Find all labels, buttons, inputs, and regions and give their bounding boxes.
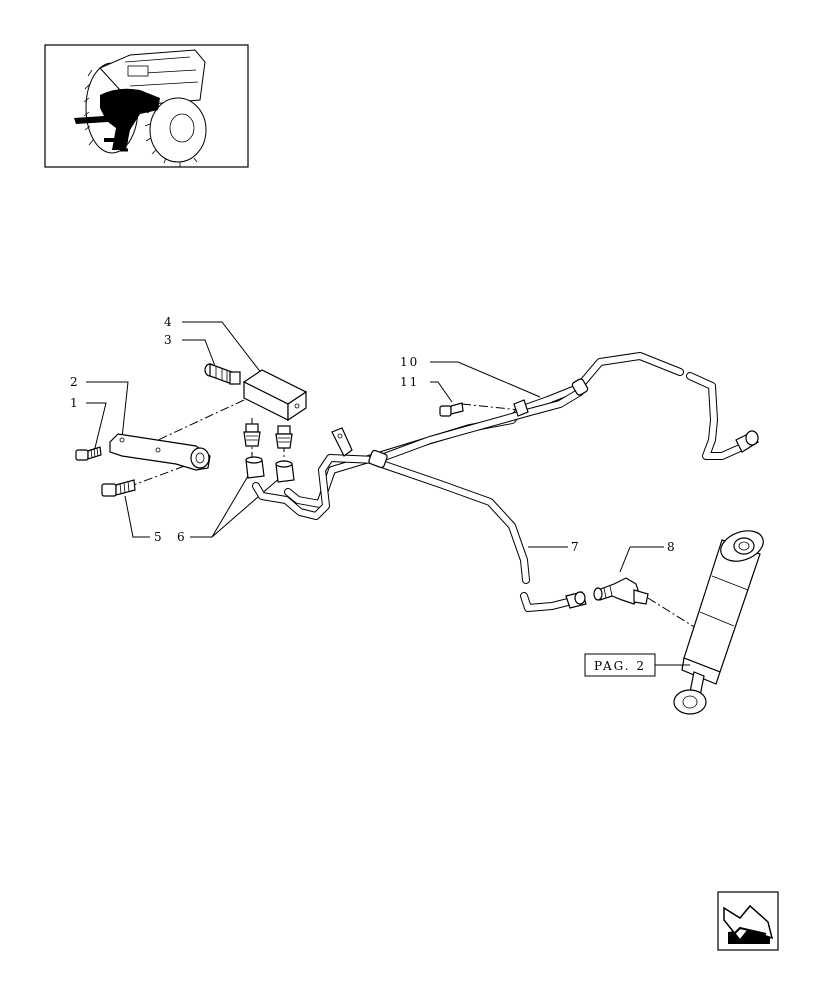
page-reference[interactable]: PAG. 2	[584, 653, 690, 677]
valve-block-part-4	[242, 369, 308, 422]
callout-5: 5	[154, 530, 164, 544]
callout-1: 1	[70, 396, 80, 410]
page-reference-label: PAG. 2	[594, 659, 646, 673]
pipe-end-fitting	[735, 430, 759, 453]
callout-2: 2	[70, 375, 80, 389]
next-page-arrow-icon[interactable]	[717, 891, 779, 951]
hydraulic-pipes	[252, 352, 744, 612]
screw-part-1	[75, 446, 102, 461]
screw-part-11	[439, 402, 464, 417]
elbow-fitting-part-8	[593, 577, 649, 605]
callout-11: 11	[400, 375, 419, 389]
callout-7: 7	[571, 540, 581, 554]
adapter-parts-6	[243, 423, 295, 483]
callout-3: 3	[164, 333, 174, 347]
bracket-part-2	[109, 433, 211, 471]
screw-part-5	[101, 479, 136, 497]
callout-leaders	[86, 321, 664, 573]
callout-labels: 4 3 2 1 5 6 10 11 7 8	[70, 315, 677, 554]
hydraulic-cylinder	[673, 530, 764, 715]
callout-4: 4	[164, 315, 174, 329]
fitting-part-3	[204, 363, 241, 385]
callout-10: 10	[400, 355, 419, 369]
callout-8: 8	[667, 540, 677, 554]
pipe-7-end-fitting	[565, 591, 587, 609]
tractor-location-thumbnail-icon	[44, 44, 249, 168]
callout-6: 6	[177, 530, 187, 544]
